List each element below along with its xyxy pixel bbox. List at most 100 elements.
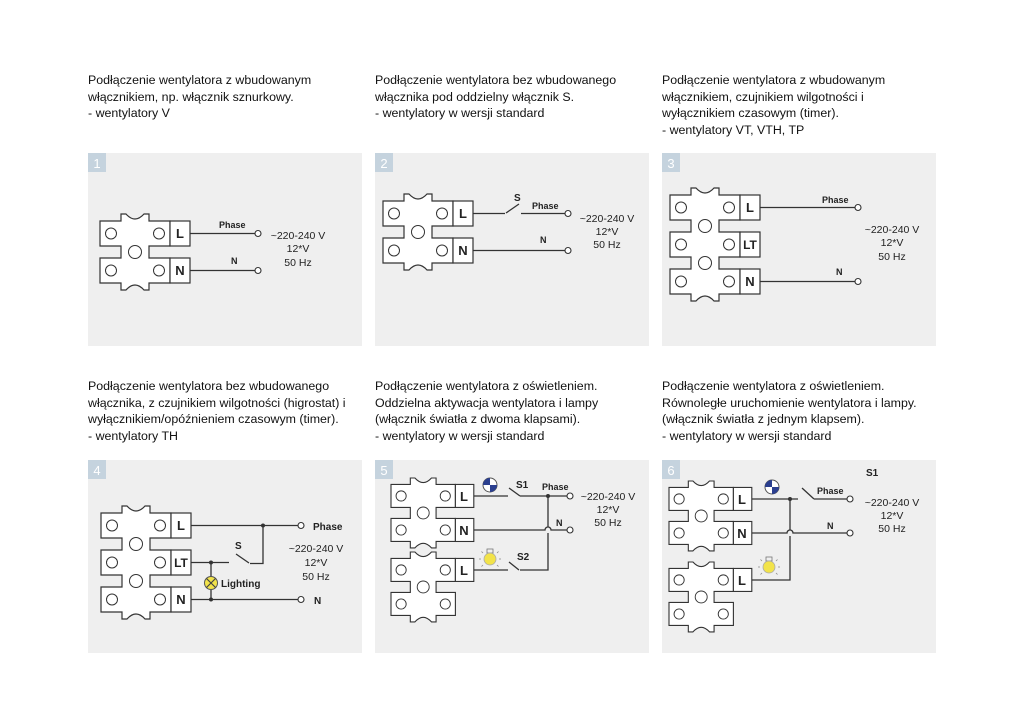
screw-hole-icon — [673, 574, 685, 586]
text-line: (włącznik światła z jednym klapsem). — [662, 412, 865, 427]
diagram-number: 2 — [380, 156, 387, 171]
screw-hole-icon — [439, 524, 451, 536]
terminal-label-n: N — [176, 592, 185, 607]
diagram-number: 3 — [667, 156, 674, 171]
voltage-label: ~220-240 V — [581, 491, 636, 503]
wiring-diagram-2: 2 L N S Phase N ~220-240 V 12*V 50 Hz — [375, 153, 649, 346]
mounting-hole-icon — [416, 580, 430, 594]
frequency-label: 50 Hz — [878, 523, 905, 535]
phase-label: Phase — [532, 201, 559, 211]
screw-hole-icon — [439, 564, 451, 576]
screw-hole-icon — [723, 238, 735, 251]
mounting-hole-icon — [698, 219, 712, 233]
screw-hole-icon — [717, 527, 729, 539]
text-line: (włącznik światła z dwoma klapsami). — [375, 412, 581, 427]
fan-icon — [764, 479, 780, 495]
frequency-label: 50 Hz — [878, 251, 905, 263]
terminal-label-n: N — [737, 526, 746, 541]
terminal-label-l: L — [459, 206, 467, 221]
terminal-block — [668, 480, 753, 552]
screw-hole-icon — [673, 493, 685, 505]
diagram-number: 6 — [667, 463, 674, 478]
screw-hole-icon — [673, 608, 685, 620]
terminal-label-l: L — [460, 563, 468, 578]
terminal-block-outline — [382, 193, 454, 271]
text-line: włącznikiem, czujnikiem wilgotności i — [662, 89, 864, 104]
terminal-block — [390, 551, 475, 623]
text-line: Podłączenie wentylatora z wbudowanym — [662, 73, 886, 87]
voltage-label: ~220-240 V — [289, 543, 344, 555]
neutral-terminal-icon — [846, 529, 854, 537]
screw-hole-icon — [106, 556, 118, 569]
text-line: - wentylatory w wersji standard — [662, 428, 832, 443]
mounting-hole-icon — [698, 256, 712, 270]
screw-hole-icon — [388, 207, 400, 220]
screw-hole-icon — [717, 608, 729, 620]
text-line: Równoległe uruchomienie wentylatora i la… — [662, 395, 917, 410]
neutral-label: N — [556, 518, 563, 528]
wiring-diagram-1: 1 L N Phase N ~220-240 V 12*V 50 Hz — [88, 153, 362, 346]
text-line: włącznika, z czujnikiem wilgotności (hig… — [88, 395, 346, 410]
screw-hole-icon — [388, 244, 400, 257]
fan-icon — [482, 477, 498, 493]
wire — [190, 232, 255, 272]
terminal-cell — [739, 231, 761, 258]
voltage-label: ~220-240 V — [271, 230, 326, 242]
terminal-block-outline — [390, 477, 456, 549]
terminal-block-outline — [390, 551, 456, 623]
lamp-icon — [479, 548, 501, 567]
junction-dot — [261, 523, 265, 528]
phase-terminal-icon — [254, 229, 262, 238]
text-line: - wentylatory TH — [88, 428, 178, 443]
diagram-number-badge — [662, 153, 680, 172]
terminal-label-l: L — [460, 489, 468, 504]
screw-hole-icon — [717, 574, 729, 586]
text-line: Podłączenie wentylatora bez wbudowanego — [88, 379, 330, 393]
screw-hole-icon — [675, 275, 687, 288]
diagram-number-badge — [375, 460, 393, 479]
neutral-label: N — [827, 521, 834, 531]
screw-hole-icon — [105, 264, 117, 277]
screw-hole-icon — [106, 519, 118, 532]
text-line: Podłączenie wentylatora z oświetleniem. — [662, 379, 885, 393]
frequency-label: 50 Hz — [302, 571, 329, 583]
terminal-block-outline — [99, 213, 171, 291]
voltage-label: ~220-240 V — [580, 213, 635, 225]
terminal-block — [99, 213, 191, 291]
text-line: włącznikiem, np. włącznik sznurkowy. — [88, 89, 294, 104]
terminal-label-n: N — [459, 523, 468, 538]
phase-terminal-icon — [297, 521, 305, 530]
low-voltage-label: 12*V — [305, 557, 328, 569]
terminal-label-n: N — [458, 243, 467, 258]
diagram-number: 4 — [93, 463, 100, 478]
junction-dot — [209, 560, 213, 565]
terminal-block-outline — [668, 561, 734, 633]
phase-terminal-icon — [846, 495, 854, 503]
text-line: wyłącznikiem czasowym (timer). — [662, 106, 839, 121]
screw-hole-icon — [153, 227, 165, 240]
screw-hole-icon — [395, 564, 407, 576]
text-line: włącznika pod oddzielny włącznik S. — [375, 89, 575, 104]
terminal-block-outline — [668, 480, 734, 552]
screw-hole-icon — [439, 490, 451, 502]
junction-dot — [546, 494, 550, 498]
diagram-number-badge — [662, 460, 680, 479]
terminal-cell — [732, 567, 753, 592]
terminal-block-outline — [100, 505, 172, 620]
wiring-diagram-4: 4 L LT N S Lighting Phase N ~220-240 V 1… — [88, 460, 362, 653]
description-1: Podłączenie wentylatora z wbudowanym włą… — [88, 72, 363, 122]
text-line: Podłączenie wentylatora bez wbudowanego — [375, 73, 617, 87]
wire — [474, 487, 567, 571]
terminal-label-n: N — [745, 274, 754, 289]
diagram-number: 1 — [93, 156, 100, 171]
switch-label: S — [235, 541, 242, 552]
neutral-label: N — [836, 267, 843, 277]
screw-hole-icon — [395, 524, 407, 536]
low-voltage-label: 12*V — [287, 243, 310, 255]
description-6: Podłączenie wentylatora z oświetleniem. … — [662, 378, 937, 444]
text-line: Oddzielna aktywacja wentylatora i lampy — [375, 395, 599, 410]
screw-hole-icon — [105, 227, 117, 240]
description-5: Podłączenie wentylatora z oświetleniem. … — [375, 378, 650, 444]
terminal-label-l: L — [738, 492, 746, 507]
switch-label: S — [514, 193, 521, 204]
